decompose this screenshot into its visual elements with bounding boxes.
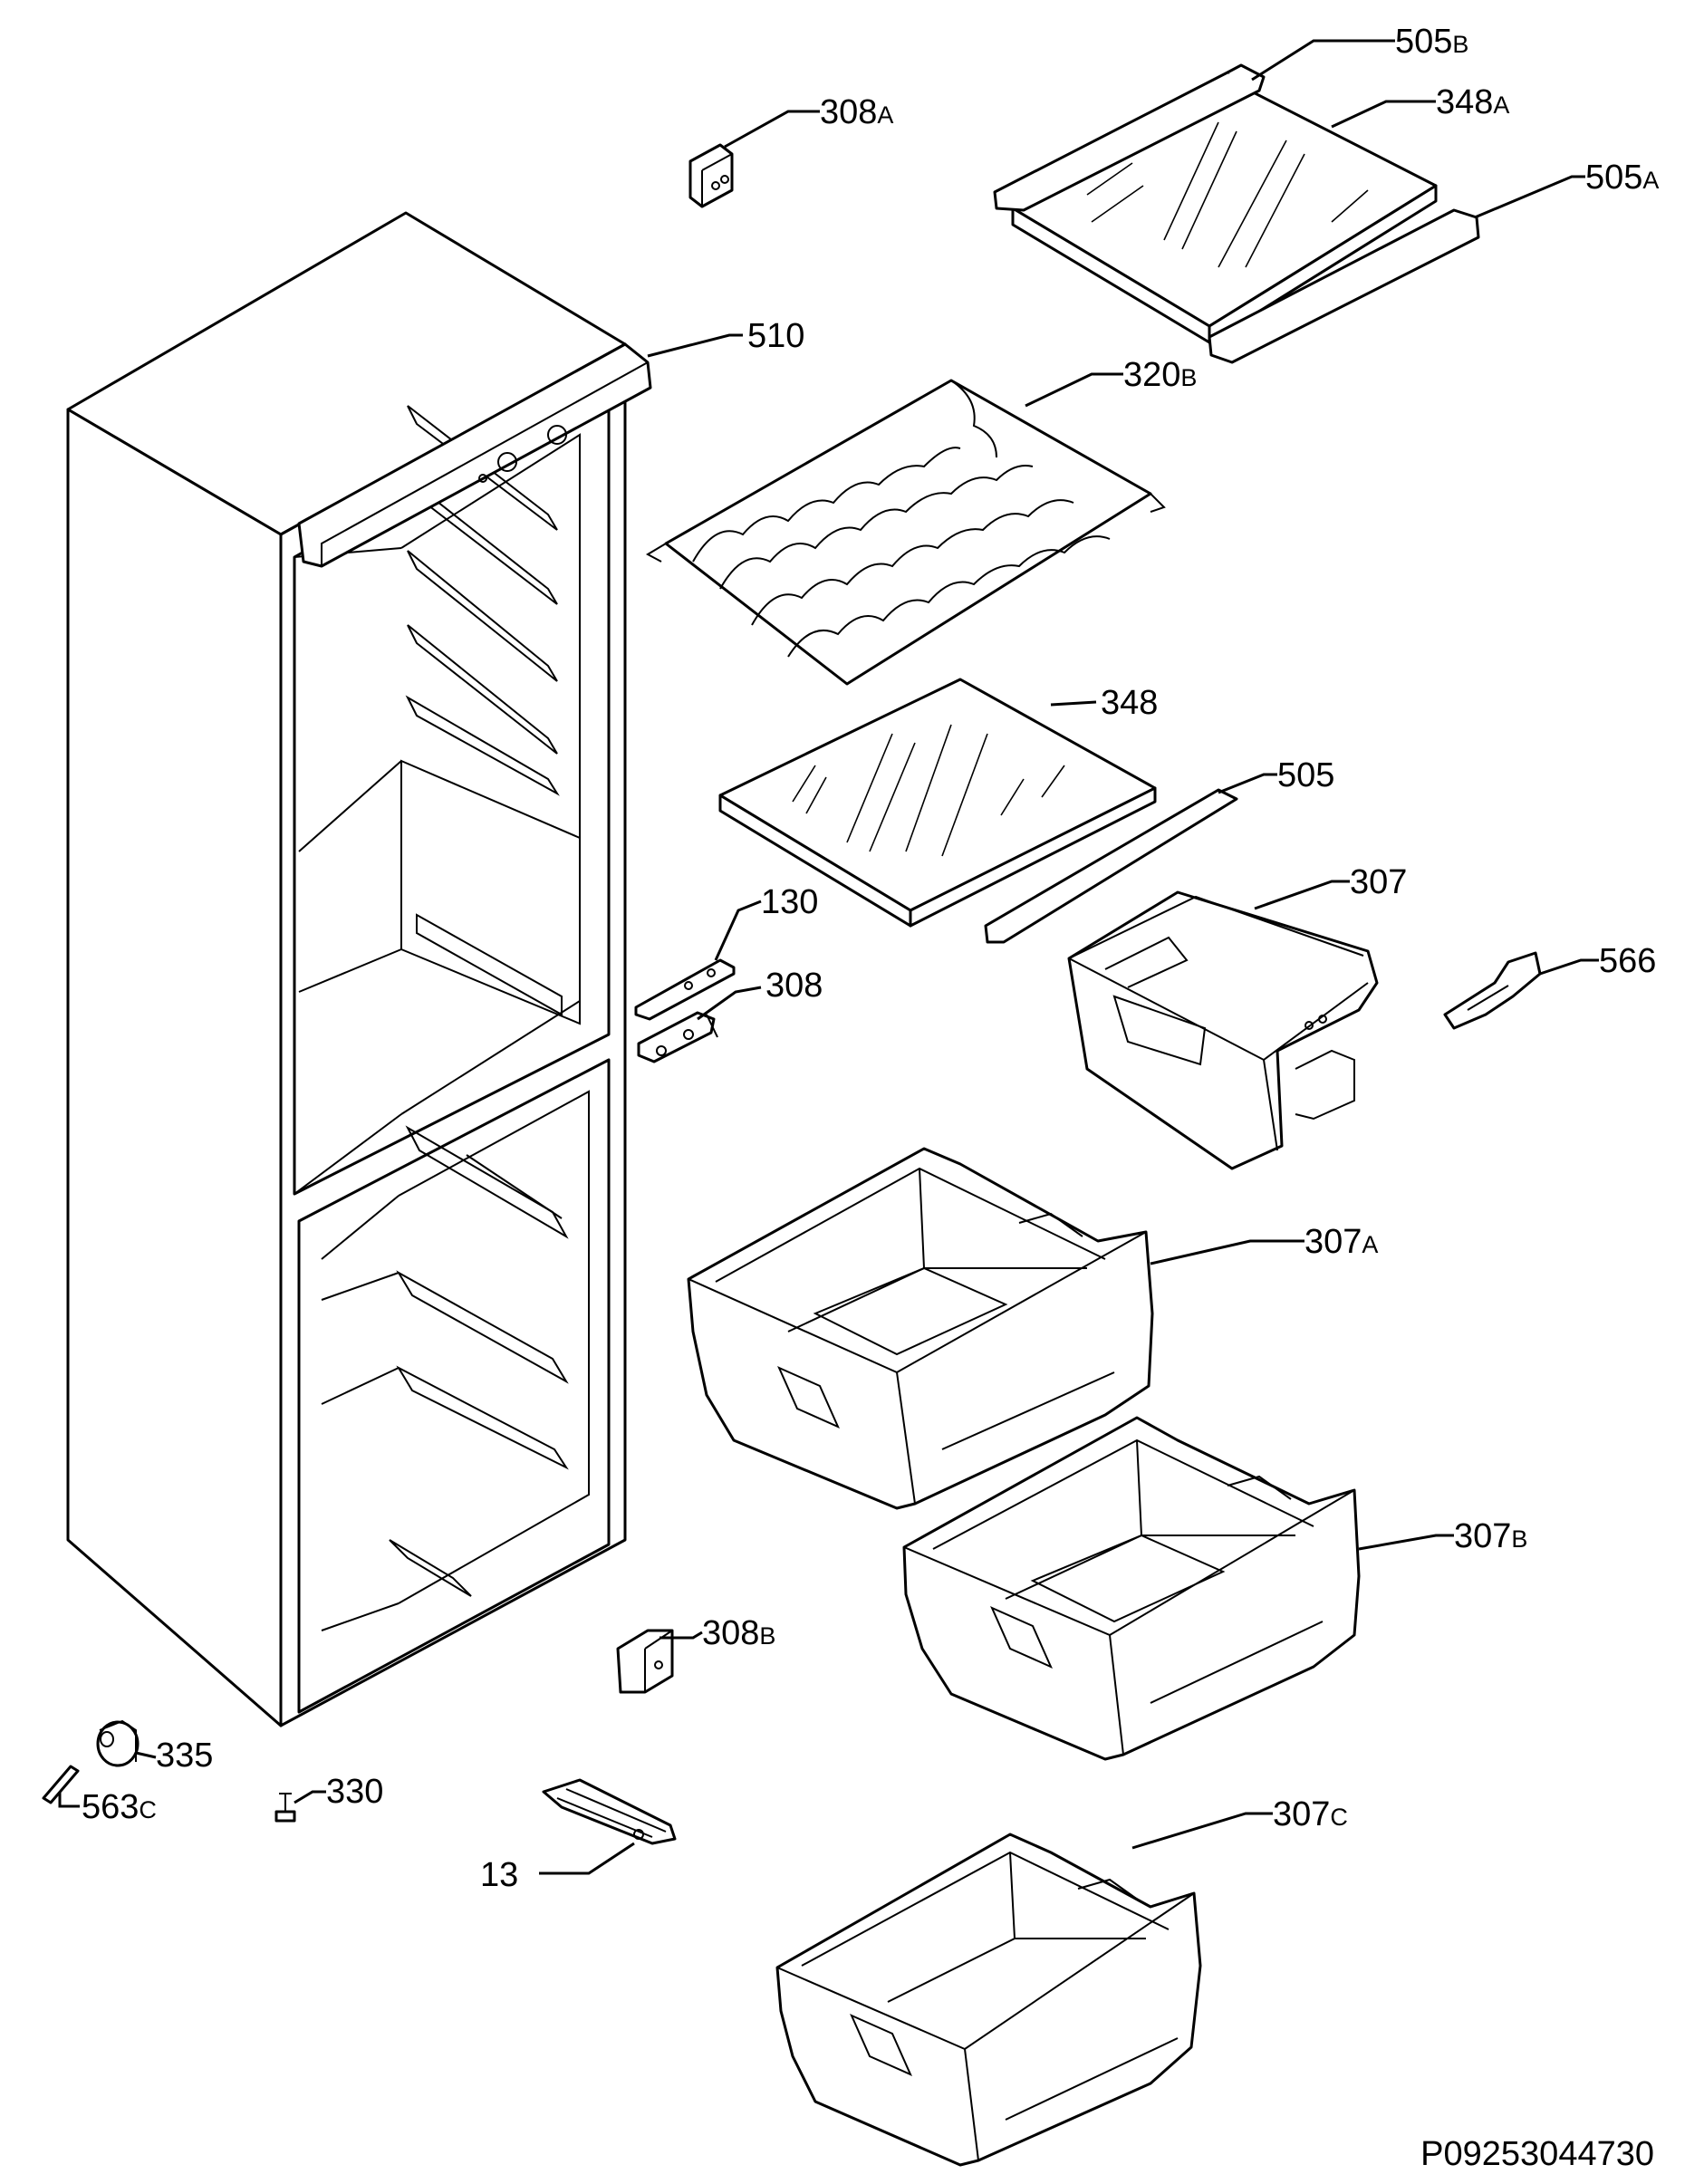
leader-lines xyxy=(58,39,1599,1875)
control-panel xyxy=(297,342,652,568)
hinge-308a xyxy=(688,143,734,208)
label-307c: 307C xyxy=(1273,1795,1348,1833)
hinge-308 xyxy=(637,1011,718,1063)
part-130 xyxy=(634,958,736,1021)
label-335: 335 xyxy=(156,1737,213,1775)
label-308: 308 xyxy=(765,967,823,1005)
label-308a: 308A xyxy=(820,93,893,131)
foot-335 xyxy=(96,1719,140,1767)
shelf-trim-505 xyxy=(984,788,1238,944)
freezer-drawer-307a xyxy=(687,1147,1154,1510)
hinge-308b xyxy=(616,1629,674,1694)
label-563c: 563C xyxy=(82,1788,157,1826)
label-566: 566 xyxy=(1599,942,1656,980)
label-505a: 505A xyxy=(1585,159,1659,197)
glass-shelf-348a-assembly xyxy=(993,63,1480,364)
wine-rack-320b xyxy=(645,379,1166,686)
glass-shelf-348 xyxy=(718,678,1157,928)
label-130: 130 xyxy=(761,883,818,921)
label-307b: 307B xyxy=(1454,1517,1527,1555)
freezer-drawer-307b xyxy=(902,1416,1361,1761)
label-330: 330 xyxy=(326,1773,383,1811)
part-13 xyxy=(542,1778,677,1845)
label-510: 510 xyxy=(747,317,804,355)
freezer-shelf-rails xyxy=(321,1125,569,1597)
label-348a: 348A xyxy=(1436,83,1509,121)
drawer-307 xyxy=(1067,890,1379,1170)
freezer-drawer-307c xyxy=(775,1833,1202,2167)
label-13: 13 xyxy=(480,1856,518,1894)
label-320b: 320B xyxy=(1123,356,1197,394)
document-code: P09253044730 xyxy=(1420,2135,1654,2173)
fridge-cabinet xyxy=(66,211,652,1727)
screw-330 xyxy=(274,1793,296,1823)
label-308b: 308B xyxy=(702,1614,775,1652)
label-348: 348 xyxy=(1101,684,1158,722)
label-307a: 307A xyxy=(1304,1223,1378,1261)
label-307: 307 xyxy=(1350,863,1407,901)
callout-labels: 505B 348A 505A 308A 510 320B 348 505 307… xyxy=(82,23,1659,1894)
label-505b: 505B xyxy=(1395,23,1468,61)
bracket-566 xyxy=(1443,951,1542,1030)
pin-563c xyxy=(42,1765,80,1804)
label-505: 505 xyxy=(1277,756,1334,794)
